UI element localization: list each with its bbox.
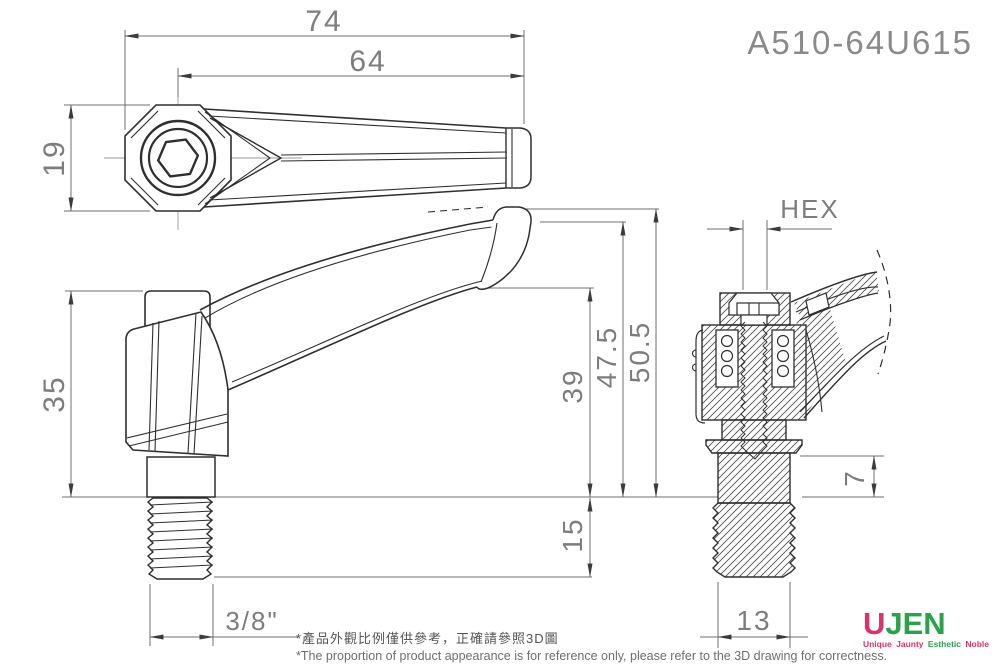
tagline-word: Unique: [862, 639, 892, 649]
footnotes: *產品外觀比例僅供參考，正確請參照3D圖 *The proportion of …: [296, 628, 887, 663]
dim-handle-length-label: 64: [349, 45, 386, 78]
dim-thread-size-label: 3/8": [225, 606, 278, 636]
tagline-word: Noble: [965, 639, 989, 649]
dimension-labels: 74 64 19 35 3/8" 39 47.5 50.5 15 HEX 7 1…: [38, 5, 870, 636]
dim-hex-socket-label: HEX: [780, 194, 839, 224]
footnote-zh: *產品外觀比例僅供參考，正確請參照3D圖: [296, 631, 559, 646]
part-number: A510-64U615: [747, 24, 973, 61]
logo-letter-u: U: [862, 606, 886, 641]
dim-end-max-height-label: 50.5: [624, 321, 655, 384]
dim-end-bottom-height-label: 39: [557, 368, 588, 403]
dim-stud-width-label: 13: [736, 605, 771, 636]
dim-thread-length-label: 15: [557, 517, 588, 552]
dim-end-top-height-label: 47.5: [591, 326, 622, 389]
side-view: [125, 206, 532, 580]
logo-tagline: Unique Jaunty Esthetic Noble: [863, 640, 991, 649]
dim-overall-length-label: 74: [305, 5, 342, 38]
logo-wordmark: UJEN: [863, 608, 991, 639]
logo-letters-jen: JEN: [885, 606, 946, 641]
tagline-word: Esthetic: [927, 639, 961, 649]
section-view: [691, 249, 892, 578]
dim-shank-height-label: 7: [839, 469, 870, 487]
dim-boss-diameter-label: 19: [38, 139, 71, 176]
dim-body-height-label: 35: [38, 375, 71, 412]
top-view: [104, 68, 532, 230]
dimension-lines: [64, 30, 877, 648]
footnote-en: *The proportion of product appearance is…: [296, 649, 888, 663]
ujen-logo: UJEN Unique Jaunty Esthetic Noble: [863, 608, 991, 649]
tagline-word: Jaunty: [896, 639, 924, 649]
